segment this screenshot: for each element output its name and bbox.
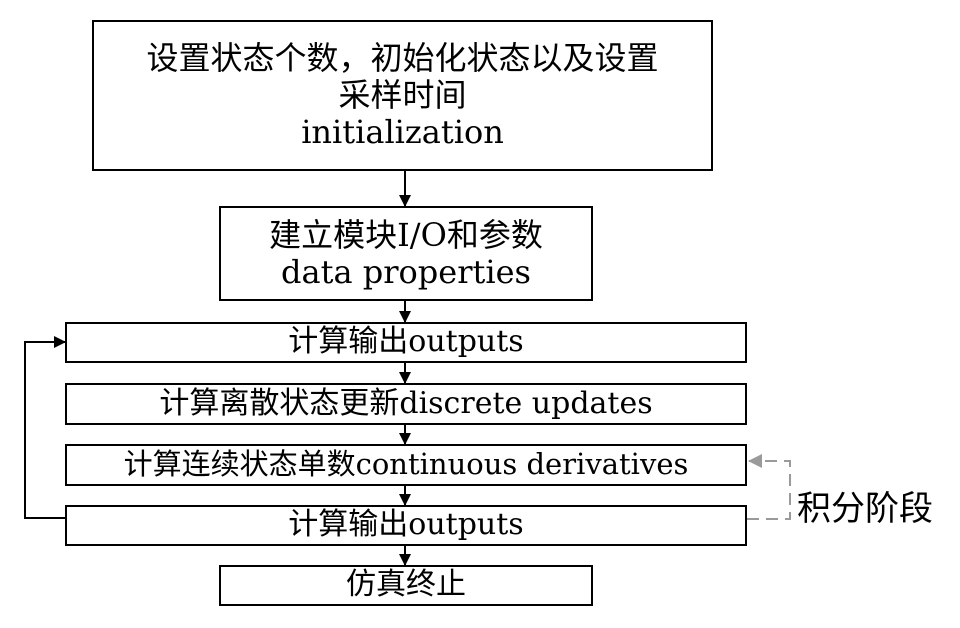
outputs-step-label-first: 计算输出outputs (288, 324, 524, 360)
setup-step-box: 建立模块I/O和参数 data properties (219, 206, 593, 301)
continuous-derivative-step-label: 计算连续状态单数continuous derivatives (123, 447, 689, 482)
init-step-line-1: 设置状态个数，初始化状态以及设置 (146, 39, 659, 78)
simulation-loop-arrow (24, 336, 66, 519)
discrete-update-step-label: 计算离散状态更新discrete updates (159, 385, 653, 421)
outputs-step-label-second: 计算输出outputs (288, 507, 524, 543)
setup-step-line-1: 建立模块I/O和参数 (269, 215, 543, 254)
terminate-step-label: 仿真终止 (346, 567, 466, 603)
init-step-line-2: 采样时间 (338, 76, 467, 115)
outputs-step-box-second: 计算输出outputs (65, 505, 747, 546)
terminate-step-box: 仿真终止 (219, 565, 593, 606)
integration-loop-arrow (747, 454, 791, 520)
setup-step-line-2: data properties (281, 252, 531, 291)
discrete-update-step-box: 计算离散状态更新discrete updates (65, 383, 747, 425)
continuous-derivative-step-box: 计算连续状态单数continuous derivatives (65, 444, 747, 486)
init-step-line-3: initialization (301, 112, 504, 151)
outputs-step-box-first: 计算输出outputs (65, 322, 747, 363)
init-step-box: 设置状态个数，初始化状态以及设置 采样时间 initialization (92, 20, 713, 171)
integration-stage-label: 积分阶段 (797, 489, 933, 529)
